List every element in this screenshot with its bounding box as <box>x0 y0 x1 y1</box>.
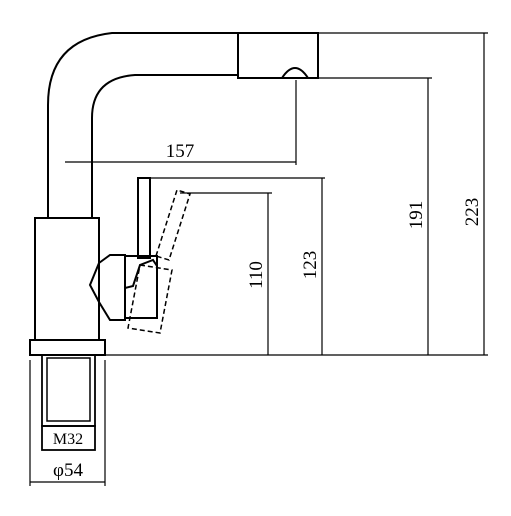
dim-base-diameter-label: φ54 <box>53 460 83 481</box>
dimension-labels: 157 110 123 191 223 M32 φ54 <box>53 141 483 481</box>
dim-lever-top-height-label: 123 <box>300 251 321 280</box>
dim-thread-label: M32 <box>53 431 83 448</box>
spout-tube <box>47 32 238 218</box>
spout-head <box>237 32 319 79</box>
dim-reach-label: 157 <box>166 141 195 162</box>
dim-spout-height-label: 191 <box>406 201 427 230</box>
lever-alternate-position <box>127 189 191 334</box>
dim-overall-height-label: 223 <box>462 198 483 227</box>
lever-handle <box>88 177 158 321</box>
threaded-shank <box>41 354 96 451</box>
dimension-lines <box>29 32 488 486</box>
faucet-body <box>29 217 106 356</box>
dim-lever-height-label: 110 <box>246 261 267 289</box>
